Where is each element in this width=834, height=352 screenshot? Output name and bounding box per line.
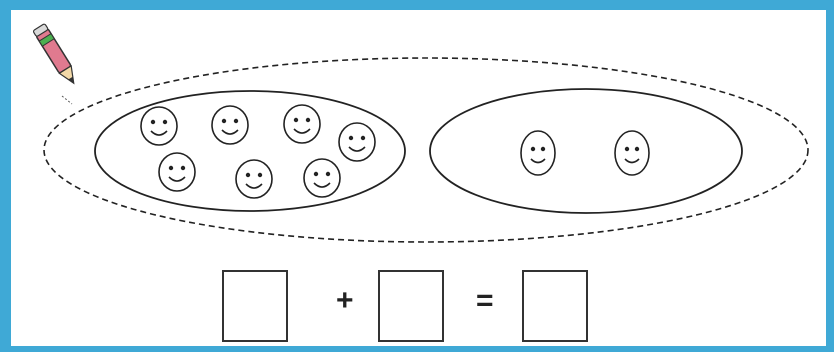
smiley-face-icon: [284, 105, 320, 143]
pencil-trail: [62, 96, 72, 104]
smiley-face-icon: [339, 123, 375, 161]
right-group-ellipse: [430, 89, 742, 213]
answer-box-sum[interactable]: [522, 270, 588, 342]
smiley-face-icon: [521, 131, 555, 175]
smiley-face-icon: [236, 160, 272, 198]
smiley-face-icon: [159, 153, 195, 191]
plus-sign: +: [336, 286, 354, 316]
equals-sign: =: [476, 286, 494, 316]
smiley-face-icon: [141, 107, 177, 145]
smiley-face-icon: [615, 131, 649, 175]
pencil-icon: [33, 23, 80, 86]
answer-box-first-addend[interactable]: [222, 270, 288, 342]
answer-box-second-addend[interactable]: [378, 270, 444, 342]
smiley-face-icon: [304, 159, 340, 197]
smiley-face-icon: [212, 106, 248, 144]
outer-group-ellipse: [44, 58, 808, 242]
